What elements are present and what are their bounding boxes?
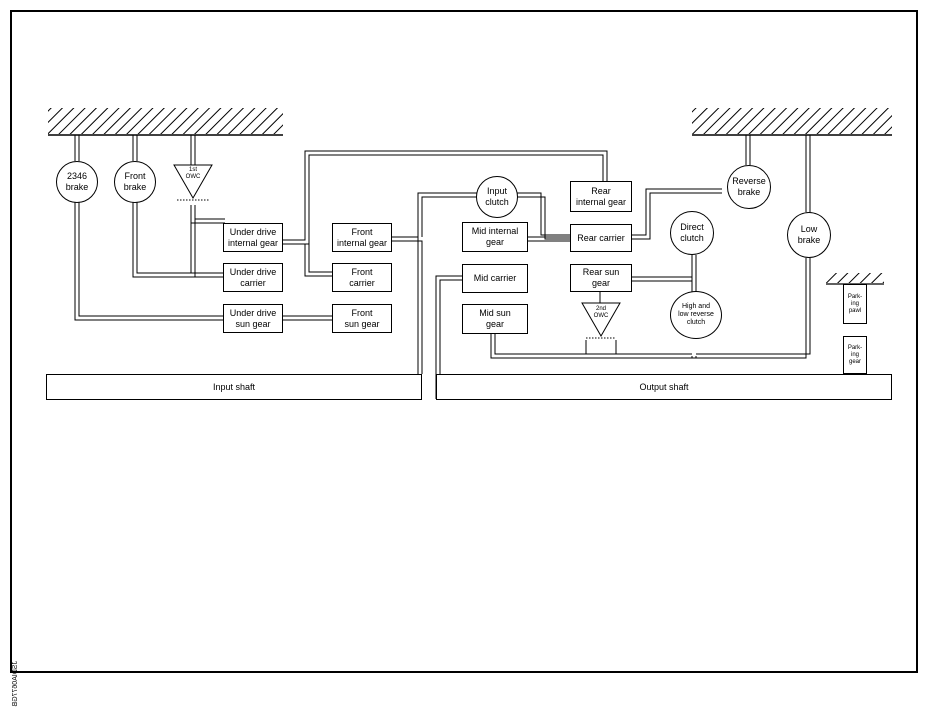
connection-lines (48, 108, 892, 399)
owc-1st-label: 1st OWC (185, 167, 201, 180)
front-carrier: Front carrier (332, 263, 392, 292)
rear-carrier: Rear carrier (570, 224, 632, 252)
low-brake: Low brake (787, 212, 831, 258)
brake-2346: 2346 brake (56, 161, 98, 203)
mid-sun-gear: Mid sun gear (462, 304, 528, 334)
under-drive-sun-gear: Under drive sun gear (223, 304, 283, 333)
rear-sun-gear: Rear sun gear (570, 264, 632, 292)
owc-2nd-label: 2nd OWC (593, 306, 609, 319)
parking-pawl: Park- ing pawl (843, 284, 867, 324)
rear-internal-gear: Rear internal gear (570, 181, 632, 212)
direct-clutch: Direct clutch (670, 211, 714, 255)
output-shaft: Output shaft (436, 374, 892, 400)
parking-housing-hatch (826, 273, 884, 283)
reverse-brake: Reverse brake (727, 165, 771, 209)
owc-2nd-triangle (581, 302, 621, 338)
mid-internal-gear: Mid internal gear (462, 222, 528, 252)
front-sun-gear: Front sun gear (332, 304, 392, 333)
owc-1st-triangle (173, 164, 213, 200)
right-housing-hatch (692, 108, 892, 134)
front-brake: Front brake (114, 161, 156, 203)
input-clutch: Input clutch (476, 176, 518, 218)
figure-code-text: JSDIA0677GB (12, 661, 19, 707)
left-housing-hatch (48, 108, 283, 134)
input-shaft: Input shaft (46, 374, 422, 400)
high-low-reverse-clutch: High and low reverse clutch (670, 291, 722, 339)
under-drive-internal-gear: Under drive internal gear (223, 223, 283, 252)
diagram-frame (10, 10, 918, 673)
front-internal-gear: Front internal gear (332, 223, 392, 252)
figure-code: JSDIA0677GB (8, 613, 28, 707)
parking-gear: Park- ing gear (843, 336, 867, 374)
mid-carrier: Mid carrier (462, 264, 528, 293)
under-drive-carrier: Under drive carrier (223, 263, 283, 292)
